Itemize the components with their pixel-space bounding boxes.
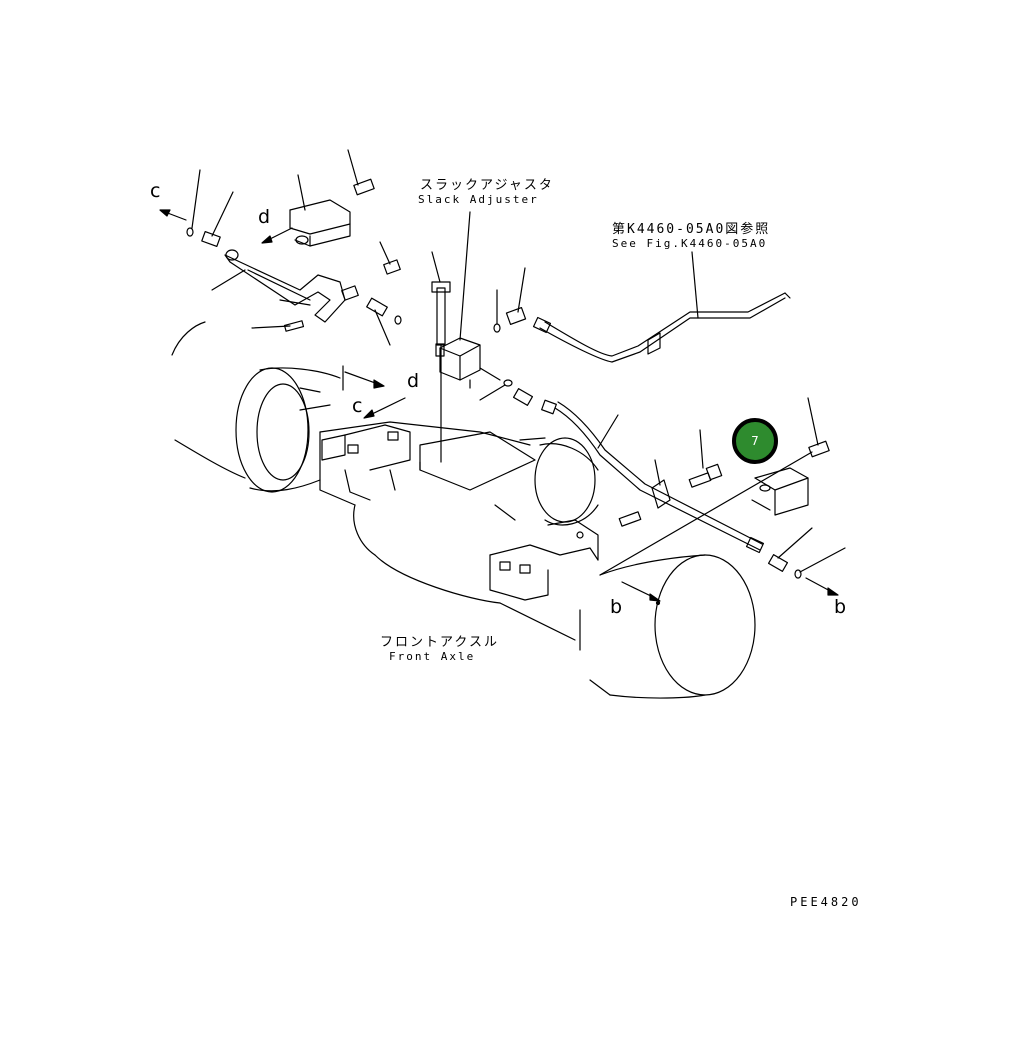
see-fig-label-jp: 第K4460-05A0図参照 <box>612 222 771 237</box>
arrow-label-c-mid: c <box>352 395 363 417</box>
direction-arrows <box>159 209 839 606</box>
see-fig-label-en: See Fig.K4460-05A0 <box>612 237 768 250</box>
leader-lines <box>191 149 846 573</box>
slack-adjuster-label-jp: スラックアジャスタ <box>420 178 554 193</box>
part-callout-number: 7 <box>751 434 759 448</box>
arrow-label-d-mid: d <box>407 370 420 392</box>
right-lower-pipe <box>512 388 802 579</box>
arrow-label-d-top: d <box>258 206 271 228</box>
drawing-code: PEE4820 <box>790 895 862 909</box>
slack-adjuster-label-en: Slack Adjuster <box>418 193 539 206</box>
right-upper-pipe <box>532 292 791 363</box>
arrow-label-b-mid: b <box>610 596 623 618</box>
front-axle-label-en: Front Axle <box>389 650 476 663</box>
upper-bracket <box>289 178 375 247</box>
front-axle-label-jp: フロントアクスル <box>380 635 499 650</box>
right-bracket <box>599 440 830 576</box>
left-brake-pipe <box>186 227 402 332</box>
slack-adjuster <box>431 281 527 463</box>
arrow-label-b-right: b <box>834 596 847 618</box>
arrow-label-c-top: c <box>150 180 161 202</box>
part-callout-7[interactable]: 7 <box>732 418 778 464</box>
front-axle-housing <box>171 321 756 699</box>
